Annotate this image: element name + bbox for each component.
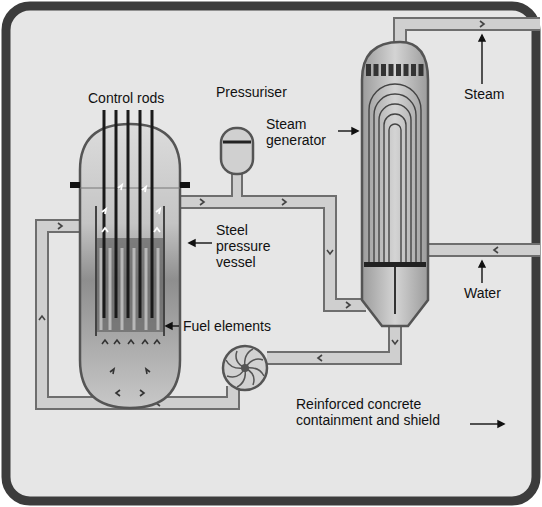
- part-label: Fuel elements: [183, 318, 293, 334]
- leader-arrows: [166, 35, 504, 427]
- part-label: Steam generator: [266, 116, 336, 148]
- part-label: Control rods: [88, 90, 198, 106]
- part-label: Water: [464, 285, 524, 301]
- part-label: Pressuriser: [216, 84, 316, 100]
- part-label: Steel pressure vessel: [216, 222, 282, 270]
- part-label: Steam: [464, 86, 524, 102]
- pressuriser-vessel: [221, 128, 253, 174]
- pressure-vessel: [70, 110, 190, 408]
- part-label: Reinforced concrete containment and shie…: [296, 396, 468, 428]
- steam-generator-vessel: [362, 42, 428, 326]
- pump: [223, 346, 267, 390]
